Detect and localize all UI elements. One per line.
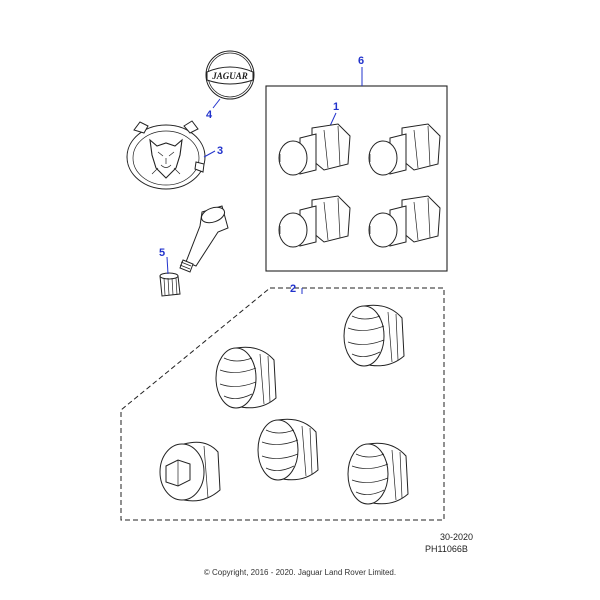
wheel-nut [368,123,441,176]
badge-lettering: JAGUAR [211,71,248,81]
locking-key [159,441,221,502]
callout-centre-badge: 4 [206,109,213,121]
diagram-date-code: 30-2020 [440,532,474,542]
centre-badge: JAGUAR [205,50,255,100]
wheel-nut-set-box [265,85,448,272]
locking-nut [347,442,409,505]
callout-wheel-nut-set: 6 [358,55,364,67]
locking-nut [257,418,319,481]
locking-nut [215,346,277,409]
locking-nut [343,304,405,367]
wheel-nut [278,195,351,248]
callout-locking-nut-set: 2 [290,283,296,295]
callout-valve-cap: 5 [159,247,165,259]
wheel-nut [278,123,351,176]
centre-cap [126,120,206,190]
wheel-nut [368,195,441,248]
callout-wheel-nut: 1 [333,101,339,113]
callout-centre-cap: 3 [217,145,223,157]
copyright-notice: © Copyright, 2016 - 2020. Jaguar Land Ro… [203,568,397,577]
valve-cap [159,272,181,297]
valve-stem [179,205,229,273]
locking-nut-set-outline [120,287,445,521]
illustration-code: PH11066B [425,544,468,554]
